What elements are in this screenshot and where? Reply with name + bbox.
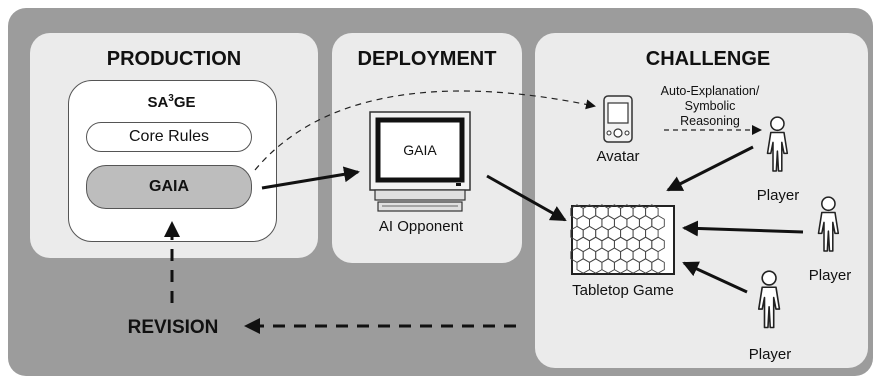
challenge-panel [535,33,868,368]
player-figure-icon [817,196,840,252]
revision-label: REVISION [127,317,219,338]
pda-device-icon [603,95,633,143]
player-label: Player [748,346,792,363]
hex-board-icon [570,204,675,275]
core-rules-module: Core Rules [86,122,252,152]
sage-title: SA3GE [147,93,196,111]
arrow-ai-opponent-to-tabletop [486,174,567,222]
explanation-label: Auto-Explanation/ Symbolic Reasoning [660,84,760,128]
player-figure-icon [766,116,789,172]
sage-engine-box [68,80,277,242]
arrow-player-to-tabletop [682,220,804,237]
challenge-title: CHALLENGE [645,48,771,70]
player-label: Player [808,267,852,284]
ai-opponent-label: AI Opponent [378,218,464,235]
production-title: PRODUCTION [106,48,242,70]
avatar-label: Avatar [596,148,640,165]
dashed-arrow-gaia-to-avatar [254,90,596,171]
gaia-module: GAIA [86,165,252,209]
arrow-player-to-tabletop [666,145,754,192]
deployment-title: DEPLOYMENT [357,48,497,70]
player-label: Player [756,187,800,204]
hex-cell [651,258,665,274]
player-figure-icon [757,270,781,329]
monitor-screen-label: GAIA [403,142,437,158]
arrow-gaia-to-ai-opponent [261,166,360,190]
tabletop-game-label: Tabletop Game [572,282,674,299]
arrow-player-to-tabletop [682,261,748,294]
computer-icon [369,111,471,212]
